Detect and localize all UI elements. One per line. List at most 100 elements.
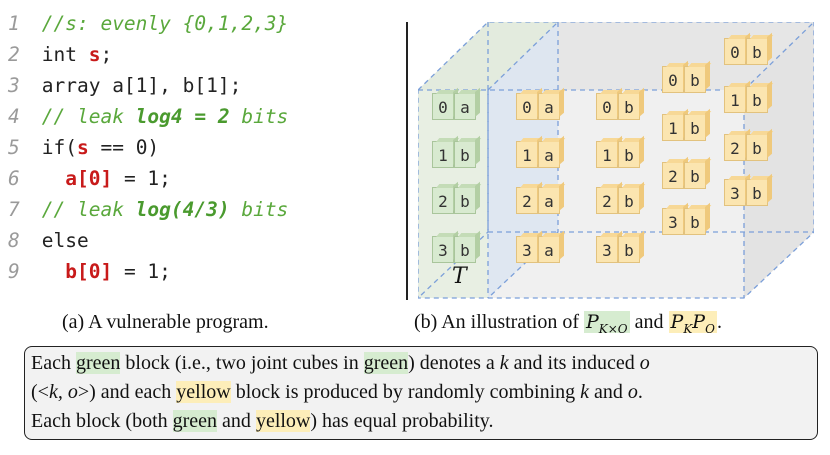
code-line: 1 //s: evenly {0,1,2,3} [8, 8, 400, 39]
line-number: 1 [8, 12, 20, 35]
secret-variable: s [88, 43, 101, 66]
line-number: 3 [8, 74, 20, 97]
line-number: 4 [8, 105, 20, 128]
math-subscript: K [683, 321, 693, 336]
text: >) and each [77, 381, 177, 403]
math-pk-po: PKPO [668, 311, 717, 336]
code-text: = 1; [112, 260, 171, 283]
cube-output: b [618, 236, 640, 263]
explanation-box: Each green block (i.e., two joint cubes … [24, 346, 818, 440]
text: and its induced [508, 352, 640, 374]
green-highlight: green [363, 352, 409, 374]
math-subscript: O [705, 321, 715, 336]
cube-key: 0 [596, 93, 618, 120]
text: ) denotes a [408, 352, 500, 374]
code-line: 2 int s; [8, 39, 400, 70]
text: . [637, 381, 643, 403]
cube-output: b [746, 38, 768, 65]
secret-variable: s [76, 136, 89, 159]
leak-amount: log4 = 2 [135, 105, 230, 128]
yellow-highlight: yellow [176, 381, 231, 403]
cube-output: a [538, 93, 560, 120]
cube-key: 0 [516, 93, 538, 120]
cube-output: a [538, 187, 560, 214]
explanation-line: (<k, o>) and each yellow block is produc… [31, 378, 811, 407]
line-number: 2 [8, 43, 20, 66]
code-text: else [41, 229, 89, 252]
math-k: k [499, 352, 509, 374]
caption-text: and [629, 311, 669, 333]
math-symbol: P [692, 311, 706, 333]
code-line: 7 // leak log(4/3) bits [8, 194, 400, 225]
code-line: 3 array a[1], b[1]; [8, 70, 400, 101]
cube-output: b [618, 141, 640, 168]
line-number: 7 [8, 198, 20, 221]
leak-amount: log(4/3) [135, 198, 230, 221]
cube-key: 1 [432, 141, 454, 168]
code-caption: (a) A vulnerable program. [62, 311, 269, 333]
math-o: o [639, 352, 650, 374]
cube-output: b [454, 187, 476, 214]
cube-output: b [684, 162, 706, 189]
math-symbol: P [585, 311, 599, 333]
line-number: 8 [8, 229, 20, 252]
cube-key: 3 [662, 208, 684, 235]
cube-output: b [454, 141, 476, 168]
cube-output: a [454, 93, 476, 120]
cube-output: b [618, 93, 640, 120]
cube-output: a [538, 141, 560, 168]
cube-output: a [538, 236, 560, 263]
cube-key: 2 [662, 162, 684, 189]
code-comment: //s: evenly {0,1,2,3} [41, 12, 289, 35]
cube-key: 2 [516, 187, 538, 214]
math-k-o: k, o [48, 381, 78, 403]
cube-key: 3 [432, 236, 454, 263]
cube-output: b [746, 86, 768, 113]
cube-key: 2 [596, 187, 618, 214]
cube-key: 3 [516, 236, 538, 263]
cube-key: 2 [724, 134, 746, 161]
code-listing: 1 //s: evenly {0,1,2,3} 2 int s; 3 array… [8, 8, 400, 287]
code-text: array a[1], b[1]; [41, 74, 242, 97]
cube-output: b [746, 179, 768, 206]
math-subscript: K×O [598, 321, 628, 336]
array-access: b[0] [65, 260, 113, 283]
code-text: == 0) [88, 136, 160, 159]
cube-key: 0 [724, 38, 746, 65]
cube-output: b [684, 66, 706, 93]
code-comment: // leak [41, 105, 136, 128]
caption-text: . [716, 311, 722, 333]
code-line: 4 // leak log4 = 2 bits [8, 101, 400, 132]
code-text: = 1; [112, 167, 171, 190]
cube-key: 2 [432, 187, 454, 214]
cube-key: 3 [724, 179, 746, 206]
cube-output: b [454, 236, 476, 263]
green-highlight: green [75, 352, 121, 374]
explanation-line: Each green block (i.e., two joint cubes … [31, 349, 811, 378]
text: Each block (both [31, 410, 173, 432]
code-comment: bits [229, 198, 289, 221]
code-line: 9 b[0] = 1; [8, 256, 400, 287]
text: block (i.e., two joint cubes in [120, 352, 364, 374]
cube-key: 1 [596, 141, 618, 168]
green-highlight: green [172, 410, 218, 432]
code-line: 6 a[0] = 1; [8, 163, 400, 194]
cube-output: b [618, 187, 640, 214]
code-comment: // leak [41, 198, 136, 221]
code-keyword: int [41, 43, 89, 66]
indent [42, 167, 65, 190]
text: block is produced by randomly combining [230, 381, 581, 403]
